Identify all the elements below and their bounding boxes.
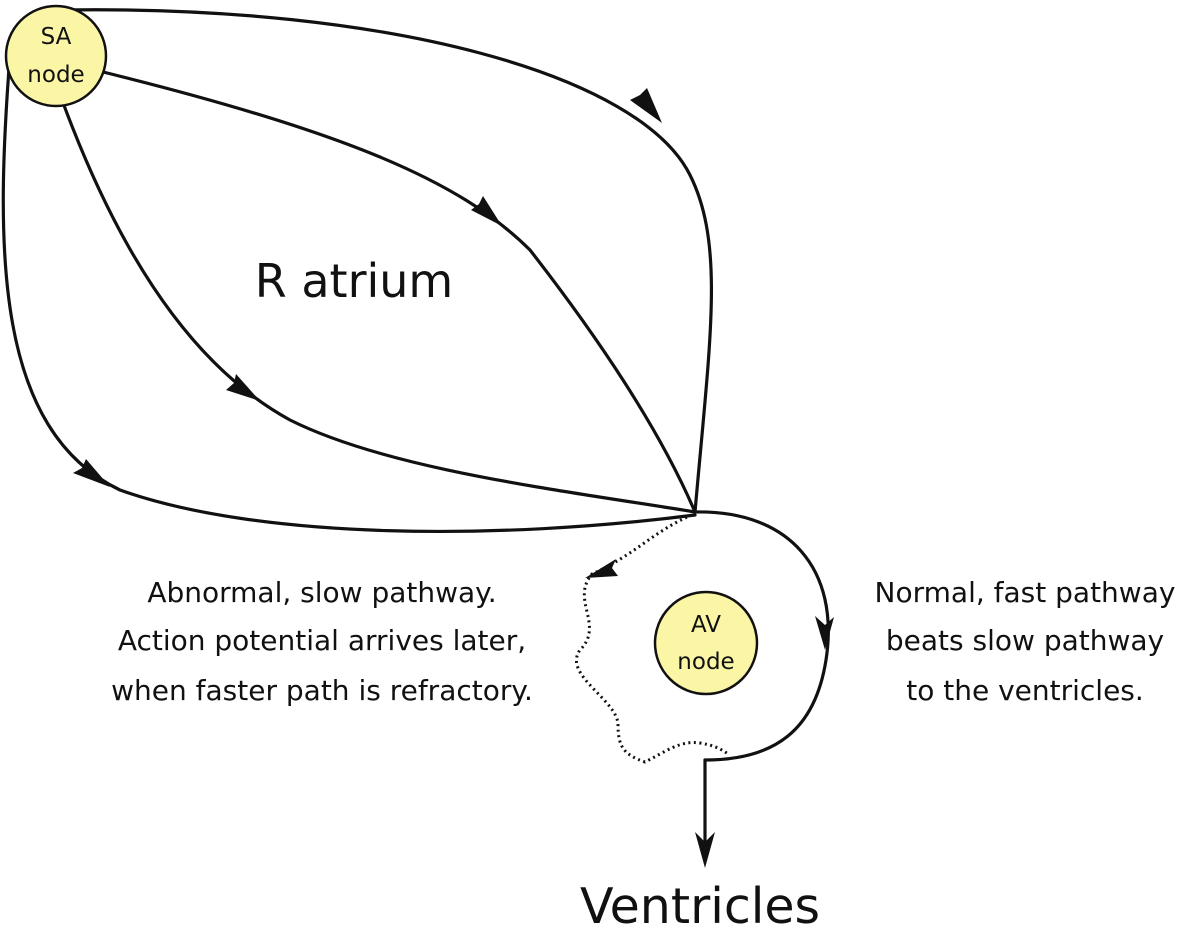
outer-top-pathway bbox=[60, 8, 713, 514]
arrowhead-ventricles bbox=[695, 832, 715, 868]
slow-caption-line1: Abnormal, slow pathway. bbox=[147, 576, 496, 609]
ventricles-label: Ventricles bbox=[580, 878, 820, 927]
sa-node-label-line1: SA bbox=[41, 24, 72, 50]
fast-pathway bbox=[693, 510, 830, 762]
r-atrium-label: R atrium bbox=[255, 254, 453, 308]
sa-node: SA node bbox=[4, 4, 108, 108]
lower-inner-pathway bbox=[60, 98, 697, 514]
slow-caption-line3: when faster path is refractory. bbox=[111, 674, 533, 707]
av-node-label-line1: AV bbox=[691, 612, 721, 638]
arrowhead-fast-pathway bbox=[815, 616, 834, 650]
outer-left-pathway bbox=[1, 53, 697, 533]
arrowhead-outer-top bbox=[630, 88, 662, 123]
av-node-label-line2: node bbox=[677, 649, 734, 675]
av-node: AV node bbox=[653, 590, 759, 696]
arrowhead-outer-left bbox=[73, 459, 110, 487]
slow-caption-line2: Action potential arrives later, bbox=[118, 624, 526, 657]
fast-pathway-caption: Normal, fast pathway beats slow pathway … bbox=[875, 576, 1176, 707]
arrowhead-lower-inner bbox=[226, 374, 260, 401]
upper-inner-pathway bbox=[93, 68, 697, 514]
arrowhead-upper-inner bbox=[471, 196, 502, 226]
fast-caption-line2: beats slow pathway bbox=[886, 624, 1164, 657]
sa-node-label-line2: node bbox=[27, 62, 84, 88]
arrowhead-slow-pathway bbox=[585, 559, 618, 578]
slow-pathway-caption: Abnormal, slow pathway. Action potential… bbox=[111, 576, 533, 707]
fast-caption-line1: Normal, fast pathway bbox=[875, 576, 1176, 609]
fast-caption-line3: to the ventricles. bbox=[906, 674, 1144, 707]
